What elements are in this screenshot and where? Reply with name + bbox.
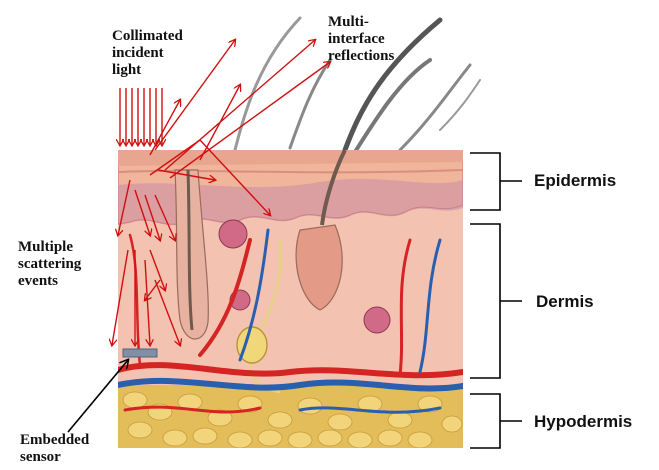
sensor-label: Embedded sensor (20, 432, 89, 466)
incident-light-label: Collimated incident light (112, 28, 183, 79)
sweat-gland (364, 307, 390, 333)
layer-label-epidermis: Epidermis (534, 171, 616, 191)
hypodermis-layer (118, 385, 463, 450)
layer-brackets (470, 153, 522, 448)
reflections-label: Multi- interface reflections (328, 14, 394, 65)
sebaceous-gland (219, 220, 247, 248)
embedded-sensor (123, 349, 157, 357)
layer-label-hypodermis: Hypodermis (534, 412, 632, 432)
scattering-label: Multiple scattering events (18, 239, 81, 290)
layer-label-dermis: Dermis (536, 292, 594, 312)
incident-light-rays (120, 88, 162, 145)
